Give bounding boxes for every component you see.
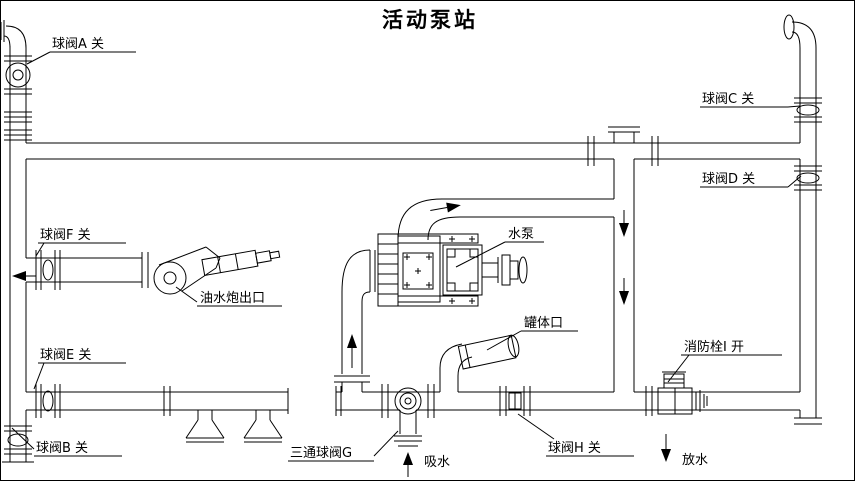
tank-port-cylinder (457, 334, 520, 370)
valve-f-symbol (35, 250, 61, 290)
pump-discharge-pipe (397, 198, 614, 241)
tank-port-label-text: 罐体口 (524, 316, 563, 331)
hydrant-handwheel (695, 390, 708, 412)
pump-bolts (404, 254, 432, 288)
leader-valve-h (517, 413, 555, 440)
valve-e-label-text: 球阀E 关 (40, 348, 91, 363)
label-hydrant-i: 消防栓I 开 (667, 339, 782, 383)
valve-a-symbol (4, 55, 32, 95)
suction-label-text: 吸水 (424, 455, 450, 470)
label-tank-port: 罐体口 (486, 316, 578, 351)
center-vertical-pipe (613, 159, 635, 392)
top-tee-fitting (587, 126, 659, 166)
valve-c-symbol (794, 97, 822, 123)
leader-valve-a (26, 51, 51, 65)
valve-h-symbol (499, 386, 531, 416)
label-valve-e: 球阀E 关 (33, 348, 126, 390)
valve-d-label-text: 球阀D 关 (702, 172, 755, 187)
leader-valve-c (787, 105, 801, 108)
leader-hydrant-i (667, 354, 690, 383)
pump-volute (397, 235, 441, 303)
hydrant-i-label-text: 消防栓I 开 (684, 339, 744, 355)
label-valve-b: 球阀B 关 (11, 427, 122, 457)
pump-assembly (369, 233, 528, 307)
valve-b-symbol (4, 425, 32, 455)
main-top-pipe (26, 142, 800, 160)
right-pipe-top-cap (783, 14, 795, 40)
valve-h-label-text: 球阀H 关 (548, 441, 601, 456)
leader-valve-f (35, 242, 45, 257)
label-cannon-outlet: 油水炮出口 (175, 286, 282, 307)
cannon-outlet-label-text: 油水炮出口 (200, 291, 265, 306)
flow-arrow-up-riser (347, 334, 357, 368)
leader-valve-e (33, 362, 45, 390)
flow-arrow-up-suction (403, 452, 413, 477)
valve-g-label-text: 三通球阀G (290, 446, 352, 461)
fire-hydrant-i-symbol (645, 371, 708, 416)
leader-valve-b (11, 427, 35, 450)
valve-e-symbol (35, 384, 61, 418)
valve-f-label-text: 球阀F 关 (40, 228, 91, 243)
leader-valve-d (787, 175, 802, 188)
bottom-pipe (335, 386, 800, 416)
suction-strainer-1 (185, 410, 225, 443)
label-valve-a: 球阀A 关 (26, 37, 136, 65)
flow-arrow-left (12, 271, 36, 281)
pump-inlet-flange (369, 250, 376, 292)
pump-suction-riser (334, 249, 371, 392)
suction-inlet-stub (394, 410, 422, 447)
flow-arrow-down-lower (619, 278, 629, 305)
left-pipe (0, 20, 34, 463)
valve-b-label-text: 球阀B 关 (36, 441, 88, 456)
valve-a-label-text: 球阀A 关 (52, 37, 104, 52)
label-valve-d: 球阀D 关 (700, 172, 802, 188)
pump-top-rail (397, 233, 479, 244)
leader-cannon-outlet (175, 286, 198, 303)
diagram-title: 活动泵站 (382, 8, 478, 32)
pump-suction-head (377, 233, 399, 307)
valve-c-label-text: 球阀C 关 (702, 92, 754, 107)
suction-strainer-2 (243, 410, 283, 443)
label-pump: 水泵 (455, 227, 544, 268)
three-way-valve-g-symbol (381, 384, 435, 447)
pump-label-text: 水泵 (508, 227, 534, 242)
flow-arrow-down-drain (661, 434, 671, 462)
cannon-barrel (201, 249, 281, 277)
label-drain: 放水 (682, 453, 708, 468)
tank-port-pipe (439, 334, 520, 392)
leader-tank-port (486, 330, 522, 351)
label-valve-h: 球阀H 关 (517, 413, 634, 457)
cannon-swivel-base (153, 261, 187, 295)
leader-pump (455, 241, 506, 268)
label-suction: 吸水 (424, 455, 450, 470)
bottom-left-suction-pipe (26, 386, 289, 416)
drain-label-text: 放水 (682, 453, 708, 468)
cannon-fork (158, 246, 221, 292)
water-cannon (153, 246, 281, 295)
left-pipe-coupling (4, 111, 32, 141)
cannon-branch-pipe (26, 252, 149, 288)
pump-shaft (481, 262, 499, 278)
label-valve-f: 球阀F 关 (35, 228, 126, 257)
valve-d-symbol (794, 165, 822, 191)
flow-arrow-down-upper (619, 210, 629, 237)
flow-arrow-discharge (430, 202, 461, 213)
shaft-coupling (501, 254, 511, 286)
leader-valve-g (373, 430, 399, 457)
label-valve-c: 球阀C 关 (700, 92, 801, 108)
right-pipe (783, 14, 822, 425)
pump-motor (442, 244, 483, 296)
label-valve-g: 三通球阀G (288, 430, 399, 462)
pump-base-rail (397, 295, 479, 307)
